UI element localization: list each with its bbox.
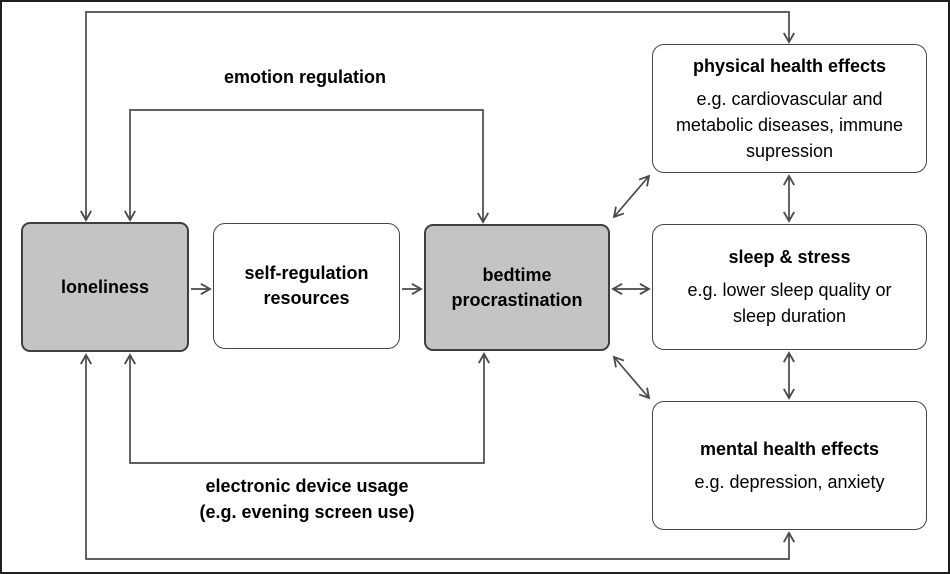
edge-label-emotion-regulation: emotion regulation	[224, 67, 386, 87]
edge-label-electronic-device-usage: electronic device usage (e.g. evening sc…	[199, 476, 415, 522]
node-physical-health-effects-desc: e.g. cardiovascular and metabolic diseas…	[675, 88, 904, 161]
node-self-regulation-resources-title: self-regulation resources	[244, 263, 369, 308]
node-physical-health-effects: physical health effects e.g. cardiovascu…	[652, 44, 927, 173]
node-bedtime-procrastination: bedtime procrastination	[424, 224, 610, 351]
edge-bedtime-physical-diagonal	[612, 174, 651, 219]
node-self-regulation-resources: self-regulation resources	[213, 223, 400, 349]
node-mental-health-effects-title: mental health effects	[699, 438, 880, 459]
node-sleep-and-stress: sleep & stress e.g. lower sleep quality …	[652, 224, 927, 350]
node-mental-health-effects: mental health effects e.g. depression, a…	[652, 401, 927, 530]
edge-bedtime-mental-diagonal	[612, 355, 651, 400]
node-bedtime-procrastination-title: bedtime procrastination	[451, 264, 583, 310]
node-mental-health-effects-desc: e.g. depression, anxiety	[694, 471, 885, 492]
node-loneliness-title: loneliness	[60, 276, 150, 297]
edge-loneliness-mental-bottom	[80, 353, 795, 560]
node-sleep-and-stress-desc: e.g. lower sleep quality or sleep durati…	[687, 280, 892, 326]
node-loneliness: loneliness	[21, 222, 189, 352]
edge-loneliness-physical-top	[80, 11, 795, 222]
edge-loneliness-bedtime-emotion-regulation	[124, 109, 489, 224]
node-physical-health-effects-title: physical health effects	[692, 55, 887, 76]
node-sleep-and-stress-title: sleep & stress	[728, 247, 851, 267]
edge-bedtime-loneliness-device-usage	[124, 352, 490, 464]
